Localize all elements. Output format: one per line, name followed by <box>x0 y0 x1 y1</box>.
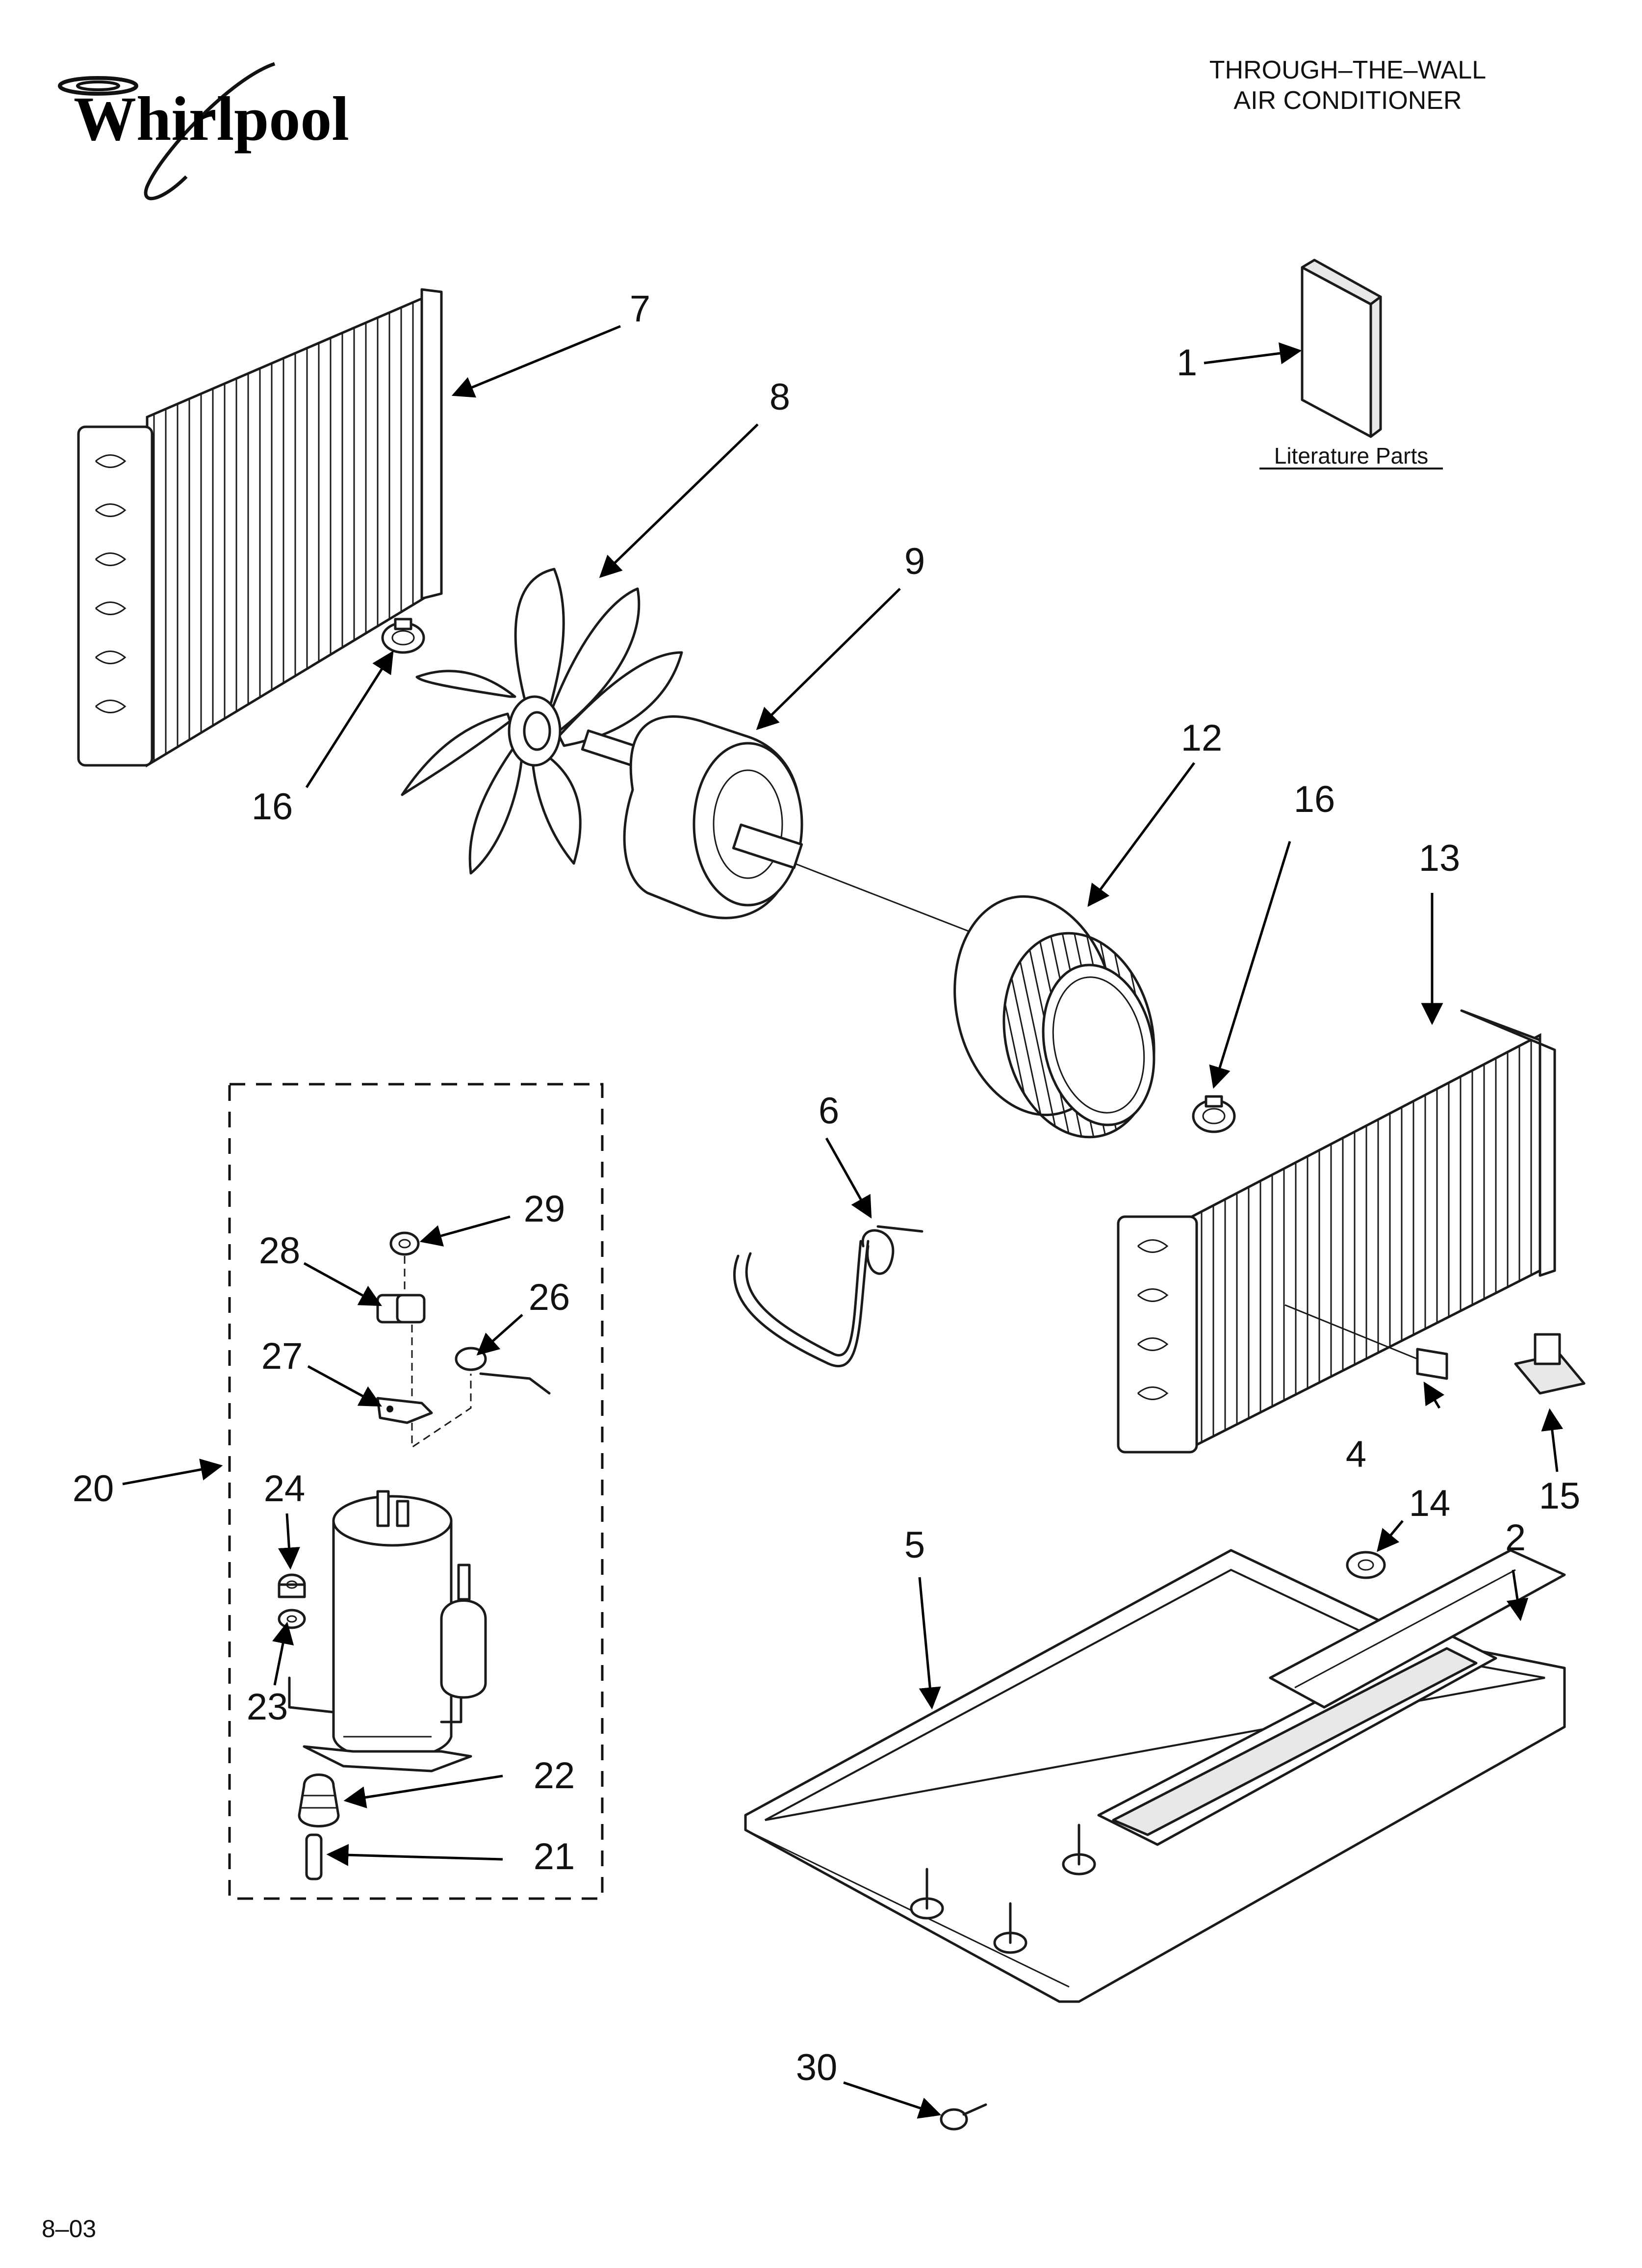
callout-23: 23 <box>247 1686 288 1728</box>
sleeve <box>305 1833 323 1880</box>
nut-top <box>389 1231 420 1256</box>
callout-16-right: 16 <box>1294 779 1335 820</box>
callout-6: 6 <box>819 1090 839 1132</box>
screw <box>940 2103 987 2131</box>
callouts: 7 8 9 12 16 13 1 16 6 29 28 26 27 20 24 … <box>73 288 1581 2088</box>
thermistor-clip <box>1284 1304 1448 1380</box>
callout-16-left: 16 <box>252 786 293 828</box>
callout-21: 21 <box>534 1836 575 1877</box>
header-line-2: AIR CONDITIONER <box>1233 86 1462 115</box>
evaporator-coil <box>1117 1009 1556 1454</box>
mounting-studs <box>910 1824 1096 1954</box>
callout-12: 12 <box>1181 717 1223 759</box>
grommet-compressor <box>298 1773 340 1827</box>
grommet <box>1346 1551 1386 1579</box>
header-line-1: THROUGH–THE–WALL <box>1209 56 1486 84</box>
callout-28: 28 <box>259 1230 301 1272</box>
callout-26: 26 <box>529 1277 570 1318</box>
terminal-cover-bracket <box>376 1397 433 1424</box>
callout-8: 8 <box>770 376 790 418</box>
mounting-nut <box>278 1573 306 1598</box>
callout-29: 29 <box>524 1188 565 1230</box>
callout-24: 24 <box>264 1468 306 1510</box>
wire-harness <box>733 1225 924 1368</box>
compressor <box>288 1490 487 1773</box>
callout-30: 30 <box>796 2047 838 2088</box>
brand-name: Whirlpool <box>74 84 349 154</box>
callout-13: 13 <box>1419 837 1461 879</box>
base-pan <box>744 1549 1566 2003</box>
compressor-assembly-box <box>228 1083 604 1900</box>
clamp-left <box>381 618 425 654</box>
fan-motor <box>581 715 972 933</box>
callout-9: 9 <box>904 541 925 582</box>
clamp-right <box>1192 1095 1236 1133</box>
mounting-bracket <box>1514 1333 1586 1395</box>
callout-4: 4 <box>1346 1434 1366 1475</box>
callout-22: 22 <box>534 1755 575 1797</box>
whirlpool-logo: Whirlpool <box>58 62 349 201</box>
callout-2: 2 <box>1505 1517 1526 1559</box>
footer-code: 8–03 <box>42 2215 96 2242</box>
callout-5: 5 <box>904 1524 925 1566</box>
leader-lines <box>122 325 1564 2119</box>
washer <box>278 1609 306 1629</box>
callout-7: 7 <box>630 288 650 330</box>
callout-14: 14 <box>1409 1483 1451 1524</box>
callout-15: 15 <box>1539 1475 1581 1517</box>
blower-wheel <box>953 895 1155 1139</box>
condenser-coil <box>77 288 443 768</box>
callout-20: 20 <box>73 1468 114 1510</box>
fan-blade <box>401 568 683 875</box>
callout-27: 27 <box>261 1335 303 1377</box>
literature-parts: Literature Parts <box>1259 259 1443 469</box>
literature-parts-label: Literature Parts <box>1274 443 1428 469</box>
overload-cover <box>376 1294 426 1324</box>
callout-1: 1 <box>1177 342 1197 384</box>
